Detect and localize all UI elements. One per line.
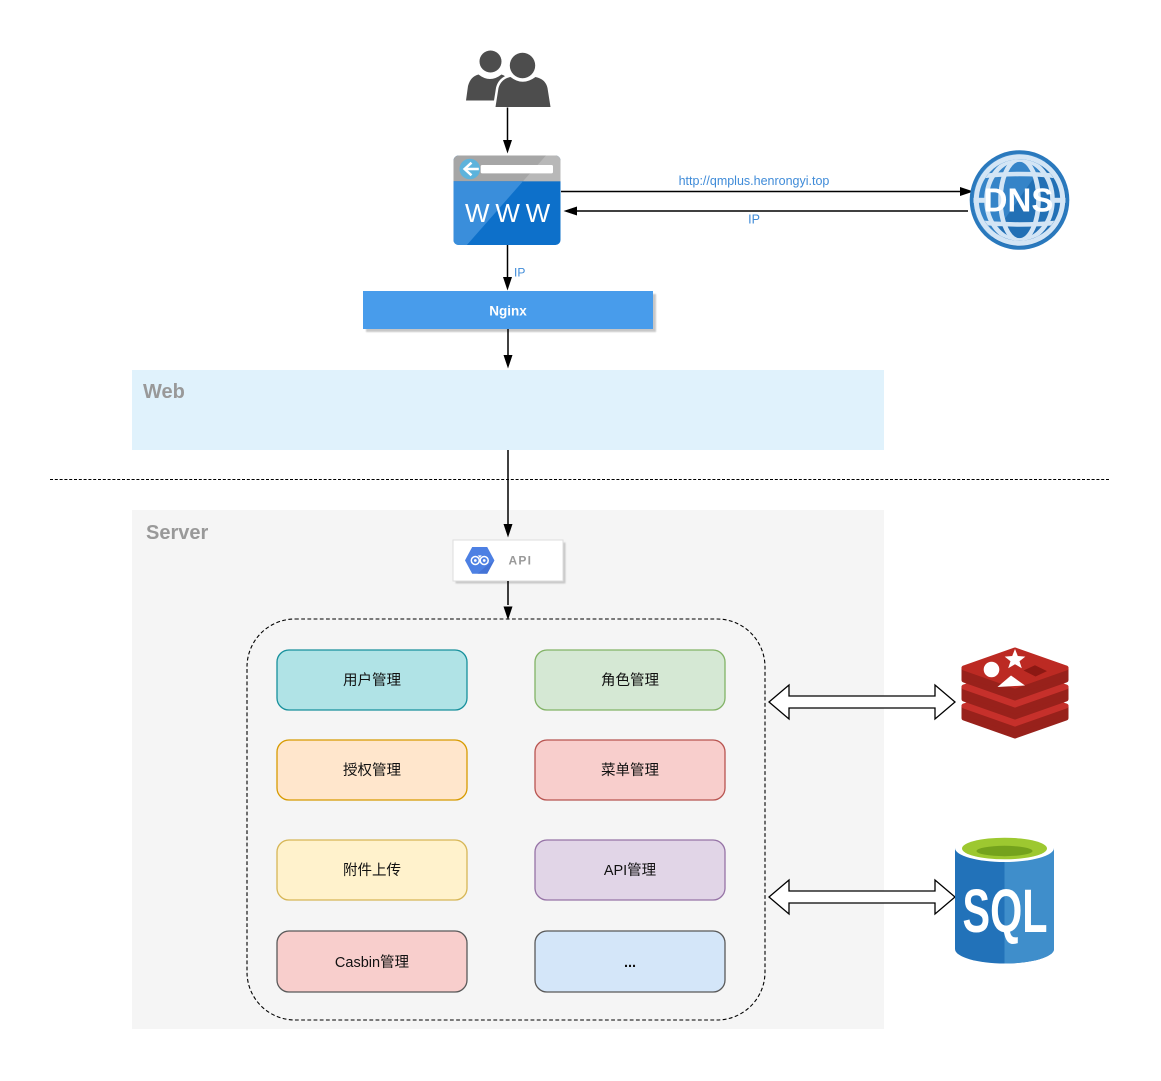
svg-text:菜单管理: 菜单管理: [601, 762, 659, 779]
svg-text:SQL: SQL: [963, 877, 1048, 945]
svg-text:IP: IP: [748, 213, 760, 227]
svg-text:用户管理: 用户管理: [343, 672, 401, 689]
svg-text:DNS: DNS: [984, 182, 1054, 219]
svg-text:附件上传: 附件上传: [343, 862, 401, 879]
svg-text:...: ...: [624, 955, 636, 971]
svg-text:http://qmplus.henrongyi.top: http://qmplus.henrongyi.top: [679, 174, 830, 188]
svg-text:Nginx: Nginx: [489, 304, 527, 319]
svg-text:API: API: [509, 554, 533, 568]
svg-text:授权管理: 授权管理: [343, 762, 401, 779]
svg-text:Casbin管理: Casbin管理: [335, 954, 410, 971]
svg-text:角色管理: 角色管理: [601, 672, 659, 689]
svg-text:Web: Web: [143, 381, 185, 403]
svg-text:IP: IP: [514, 266, 525, 280]
svg-text:WWW: WWW: [465, 198, 556, 228]
svg-text:Server: Server: [146, 522, 208, 544]
svg-text:API管理: API管理: [604, 862, 657, 879]
